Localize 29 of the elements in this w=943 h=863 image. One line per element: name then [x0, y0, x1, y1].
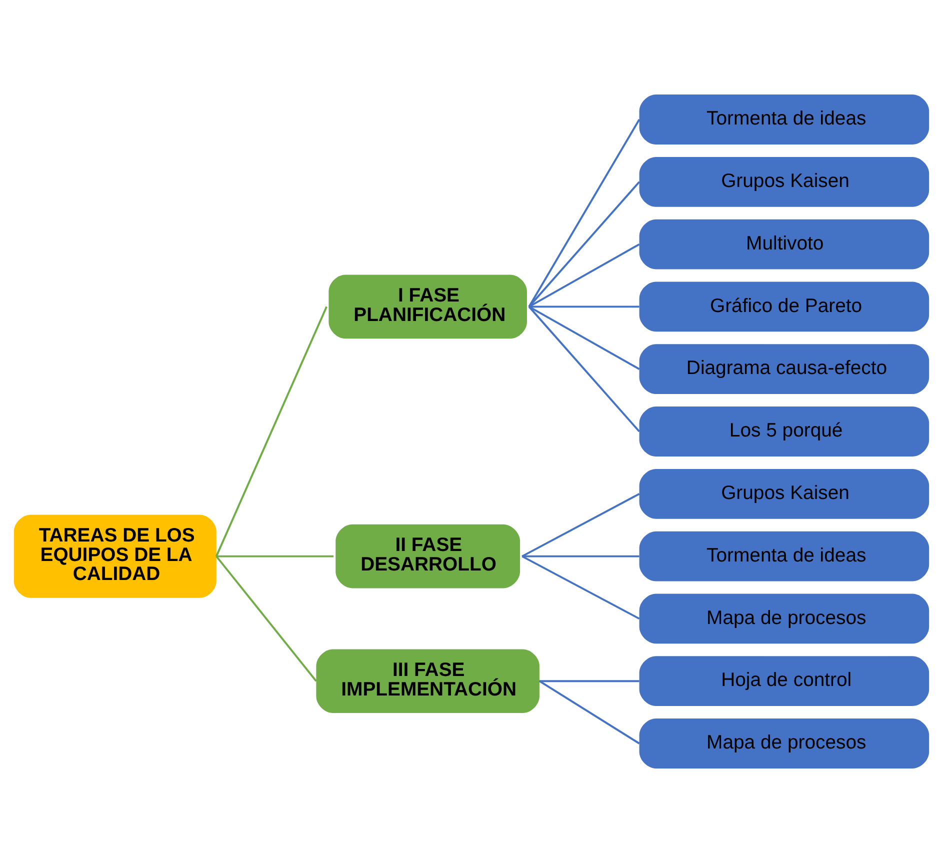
connector	[216, 556, 317, 682]
connector	[216, 555, 334, 558]
connector	[529, 306, 640, 308]
node-box: Hoja de control	[639, 656, 930, 706]
node-box: TAREAS DE LOS EQUIPOS DE LA CALIDAD	[14, 514, 216, 598]
node-box: Tormenta de ideas	[639, 531, 930, 582]
connector	[528, 306, 640, 370]
connector	[528, 306, 640, 432]
connector	[528, 181, 640, 308]
node-box: II FASE DESARROLLO	[336, 524, 520, 588]
connector	[528, 119, 640, 308]
node-box: Grupos Kaisen	[639, 468, 930, 519]
node-box: Los 5 porqué	[639, 406, 930, 456]
node-box: Multivoto	[639, 219, 930, 270]
node-box: Diagrama causa-efecto	[639, 344, 930, 394]
node-box: Mapa de procesos	[639, 594, 930, 644]
connector	[528, 243, 640, 308]
connector	[538, 680, 640, 744]
node-box: III FASE IMPLEMENTACIÓN	[316, 649, 540, 713]
node-box: Gráfico de Pareto	[639, 282, 930, 332]
node-box: Tormenta de ideas	[639, 94, 930, 144]
connector	[539, 680, 640, 682]
node-box: I FASE PLANIFICACIÓN	[328, 274, 527, 339]
node-box: Grupos Kaisen	[639, 156, 930, 207]
node-box: Mapa de procesos	[639, 718, 930, 768]
connector	[522, 555, 640, 620]
connector	[522, 493, 640, 558]
connector	[215, 306, 328, 557]
connector	[522, 555, 640, 558]
